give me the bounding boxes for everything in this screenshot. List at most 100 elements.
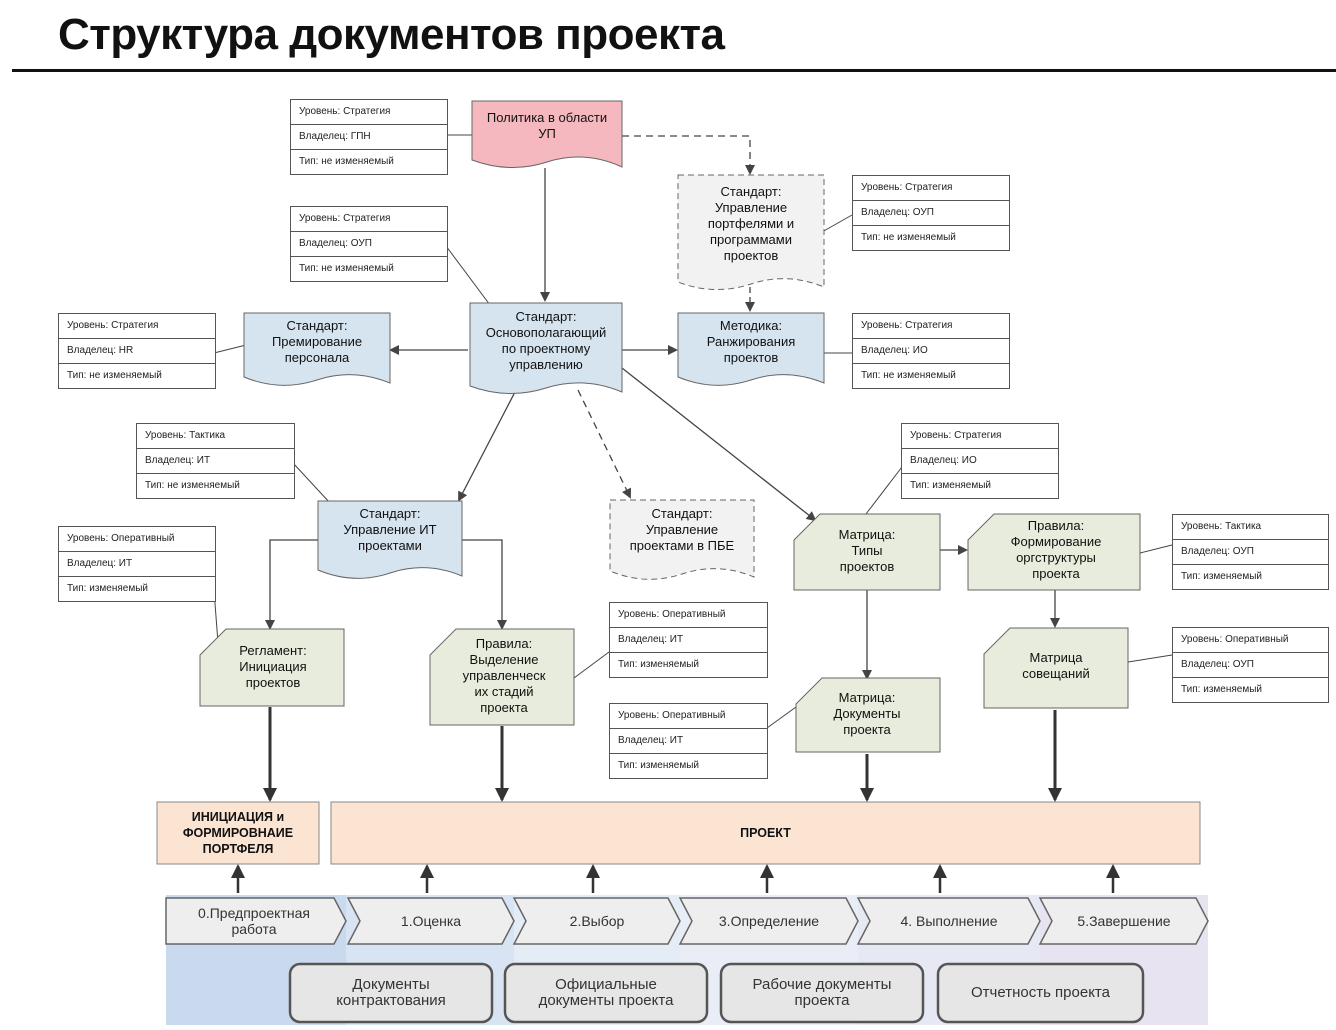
doc-group-1-label: Официальные документы проекта: [538, 976, 674, 1009]
meta-table-method-rank: Уровень: Стратегия Владелец: ИО Тип: не …: [852, 313, 1010, 389]
stage-chevron-0: [165, 897, 347, 945]
meta-type: Тип: изменяемый: [1181, 684, 1262, 695]
stage-0-label: 0.Предпроектная работа: [198, 905, 310, 937]
meta-owner: Владелец: ИТ: [610, 729, 767, 754]
meta-table-std-portfolio: Уровень: Стратегия Владелец: ОУП Тип: не…: [852, 175, 1010, 251]
meta-table-reg-init: Уровень: Оперативный Владелец: ИТ Тип: и…: [58, 526, 216, 602]
node-method-rank: [677, 312, 825, 386]
doc-group-box-1: [503, 962, 709, 1024]
stage-4-label: 4. Выполнение: [900, 913, 998, 929]
meta-level: Уровень: Стратегия: [853, 176, 1009, 201]
node-std-portfolio: [677, 174, 825, 291]
node-std-main-label: Стандарт: Основополагающий по проектному…: [485, 309, 607, 372]
meta-owner: Владелец: ОУП: [1173, 540, 1328, 565]
node-std-main: [469, 302, 623, 395]
node-std-it-label: Стандарт: Управление ИТ проектами: [343, 506, 437, 553]
phase-init-portfolio-label: ИНИЦИАЦИЯ и ФОРМИРОВНАИЕ ПОРТФЕЛЯ: [182, 810, 294, 856]
meta-table-rules-org: Уровень: Тактика Владелец: ОУП Тип: изме…: [1172, 514, 1329, 590]
meta-table-std-it: Уровень: Тактика Владелец: ИТ Тип: не из…: [136, 423, 295, 499]
stage-3-label: 3.Определение: [718, 913, 820, 929]
node-policy-label: Политика в области УП: [486, 110, 608, 141]
meta-level: Уровень: Стратегия: [853, 314, 1009, 339]
stage-chevron-5: [1038, 897, 1209, 945]
flow-arrows: [265, 135, 1060, 680]
node-policy: [471, 100, 623, 169]
phase-project: [330, 801, 1201, 865]
node-rules-stages: [429, 628, 575, 726]
meta-table-std-bonus: Уровень: Стратегия Владелец: HR Тип: не …: [58, 313, 216, 389]
meta-type: Тип: не изменяемый: [299, 156, 394, 167]
doc-group-2-label: Рабочие документы проекта: [752, 976, 892, 1009]
meta-connectors: [213, 134, 1173, 729]
stage-5-label: 5.Завершение: [1077, 913, 1171, 929]
meta-type: Тип: изменяемый: [910, 480, 991, 491]
meta-level: Уровень: Стратегия: [291, 207, 447, 232]
meta-owner: Владелец: ОУП: [853, 201, 1009, 226]
meta-level: Уровень: Оперативный: [1173, 628, 1328, 653]
meta-level: Уровень: Тактика: [137, 424, 294, 449]
meta-owner: Владелец: ГПН: [291, 125, 447, 150]
node-matrix-meet: [983, 627, 1129, 709]
stage-chevron-4: [856, 897, 1041, 945]
node-matrix-types-label: Матрица: Типы проектов: [838, 527, 896, 574]
phase-project-label: ПРОЕКТ: [740, 826, 791, 840]
node-reg-init-label: Регламент: Инициация проектов: [239, 643, 307, 690]
node-method-rank-label: Методика: Ранжирования проектов: [706, 318, 796, 365]
node-matrix-types: [793, 513, 941, 591]
node-std-it: [317, 500, 463, 579]
meta-table-matrix-types: Уровень: Стратегия Владелец: ИО Тип: изм…: [901, 423, 1059, 499]
meta-table-policy: Уровень: Стратегия Владелец: ГПН Тип: не…: [290, 99, 448, 175]
meta-owner: Владелец: ИО: [853, 339, 1009, 364]
doc-group-3-label: Отчетность проекта: [971, 984, 1110, 1001]
meta-owner: Владелец: ОУП: [291, 232, 447, 257]
doc-group-box-2: [719, 962, 925, 1024]
stage-2-label: 2.Выбор: [569, 913, 625, 929]
output-arrows: [263, 707, 1062, 802]
meta-table-matrix-meet: Уровень: Оперативный Владелец: ОУП Тип: …: [1172, 627, 1329, 703]
meta-type: Тип: изменяемый: [67, 583, 148, 594]
meta-level: Уровень: Стратегия: [291, 100, 447, 125]
meta-owner: Владелец: ИТ: [137, 449, 294, 474]
stage-chevron-3: [678, 897, 859, 945]
meta-owner: Владелец: ИО: [902, 449, 1058, 474]
node-rules-org-label: Правила: Формирование оргструктуры проек…: [1010, 518, 1102, 581]
meta-table-std-main: Уровень: Стратегия Владелец: ОУП Тип: не…: [290, 206, 448, 282]
meta-owner: Владелец: HR: [59, 339, 215, 364]
meta-table-matrix-docs: Уровень: Оперативный Владелец: ИТ Тип: и…: [609, 703, 768, 779]
stage-chevron-2: [512, 897, 681, 945]
node-std-bonus: [243, 312, 391, 386]
title-underline: [12, 69, 1336, 72]
meta-type: Тип: изменяемый: [618, 659, 699, 670]
meta-level: Уровень: Тактика: [1173, 515, 1328, 540]
stage-chevron-1: [346, 897, 515, 945]
meta-type: Тип: не изменяемый: [861, 370, 956, 381]
node-matrix-meet-label: Матрица совещаний: [1022, 650, 1090, 681]
phase-init-portfolio: [156, 801, 320, 865]
node-std-pbe: [609, 499, 755, 580]
doc-group-box-3: [936, 962, 1145, 1024]
stage-up-arrows: [231, 864, 1120, 893]
node-matrix-docs: [795, 677, 941, 753]
node-rules-stages-label: Правила: Выделение управленческ их стади…: [462, 636, 546, 715]
node-matrix-docs-label: Матрица: Документы проекта: [833, 690, 901, 737]
meta-level: Уровень: Стратегия: [59, 314, 215, 339]
stage-1-label: 1.Оценка: [400, 913, 462, 929]
meta-type: Тип: не изменяемый: [299, 263, 394, 274]
page-title: Структура документов проекта: [58, 10, 725, 59]
meta-type: Тип: изменяемый: [1181, 571, 1262, 582]
meta-level: Уровень: Стратегия: [902, 424, 1058, 449]
meta-type: Тип: не изменяемый: [861, 232, 956, 243]
meta-owner: Владелец: ИТ: [610, 628, 767, 653]
meta-type: Тип: изменяемый: [618, 760, 699, 771]
node-std-portfolio-label: Стандарт: Управление портфелями и програ…: [707, 184, 795, 263]
node-rules-org: [967, 513, 1141, 591]
node-reg-init: [199, 628, 345, 707]
meta-level: Уровень: Оперативный: [59, 527, 215, 552]
meta-level: Уровень: Оперативный: [610, 704, 767, 729]
doc-group-0-label: Документы контрактования: [336, 976, 446, 1009]
meta-level: Уровень: Оперативный: [610, 603, 767, 628]
meta-owner: Владелец: ОУП: [1173, 653, 1328, 678]
meta-type: Тип: не изменяемый: [67, 370, 162, 381]
meta-type: Тип: не изменяемый: [145, 480, 240, 491]
